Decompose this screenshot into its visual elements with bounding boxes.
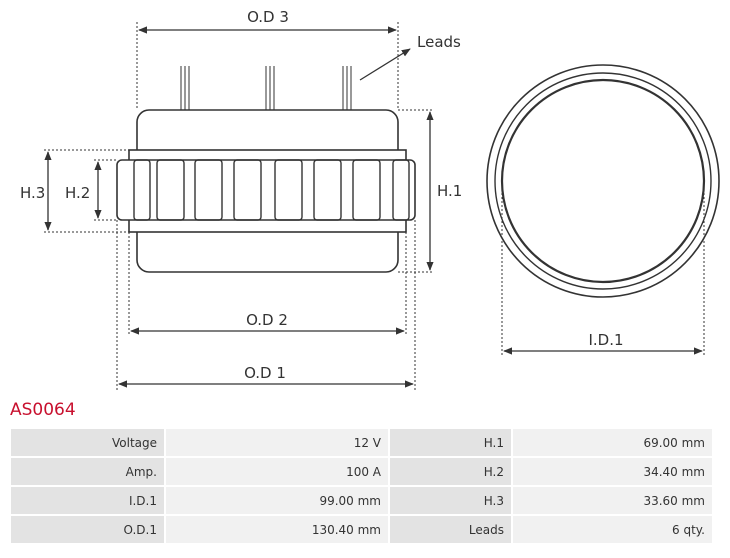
spec-value: 33.60 mm: [513, 487, 712, 514]
spec-value: 6 qty.: [513, 516, 712, 543]
dimension-od2: O.D 2: [128, 232, 407, 336]
table-row: Amp. 100 A H.2 34.40 mm: [11, 458, 712, 485]
dimension-od1: O.D 1: [116, 220, 416, 390]
spec-table: Voltage 12 V H.1 69.00 mm Amp. 100 A H.2…: [9, 427, 714, 545]
stator-core-band: [116, 159, 416, 221]
dimension-h2: H.2: [65, 159, 117, 221]
dimension-od3: O.D 3: [136, 8, 399, 110]
part-number: AS0064: [10, 400, 76, 420]
od3-label: O.D 3: [247, 8, 289, 26]
leads-callout: Leads: [359, 33, 461, 81]
id1-label: I.D.1: [588, 331, 623, 349]
dimension-h1: H.1: [398, 109, 462, 273]
h1-label: H.1: [437, 182, 462, 200]
spec-value: 100 A: [166, 458, 388, 485]
spec-value: 34.40 mm: [513, 458, 712, 485]
spec-value: 130.40 mm: [166, 516, 388, 543]
dimension-id1: I.D.1: [501, 185, 705, 356]
spec-value: 69.00 mm: [513, 429, 712, 456]
spec-value: 12 V: [166, 429, 388, 456]
core-slots: [133, 159, 410, 221]
stator-drawing: O.D 3 Leads H.1 H.3 H.2 O.D 2 O.D 1: [20, 8, 720, 390]
spec-key: O.D.1: [11, 516, 164, 543]
h3-label: H.3: [20, 184, 45, 202]
ring-view: [486, 64, 720, 298]
spec-key: Leads: [390, 516, 511, 543]
dimension-h3: H.3: [20, 149, 129, 233]
table-row: I.D.1 99.00 mm H.3 33.60 mm: [11, 487, 712, 514]
spec-key: I.D.1: [11, 487, 164, 514]
table-row: Voltage 12 V H.1 69.00 mm: [11, 429, 712, 456]
od2-label: O.D 2: [246, 311, 288, 329]
h2-label: H.2: [65, 184, 90, 202]
spec-key: Voltage: [11, 429, 164, 456]
spec-key: Amp.: [11, 458, 164, 485]
leads-label: Leads: [417, 33, 461, 51]
leads-wires: [180, 66, 352, 110]
spec-key: H.2: [390, 458, 511, 485]
spec-value: 99.00 mm: [166, 487, 388, 514]
spec-key: H.1: [390, 429, 511, 456]
table-row: O.D.1 130.40 mm Leads 6 qty.: [11, 516, 712, 543]
od1-label: O.D 1: [244, 364, 286, 382]
spec-key: H.3: [390, 487, 511, 514]
